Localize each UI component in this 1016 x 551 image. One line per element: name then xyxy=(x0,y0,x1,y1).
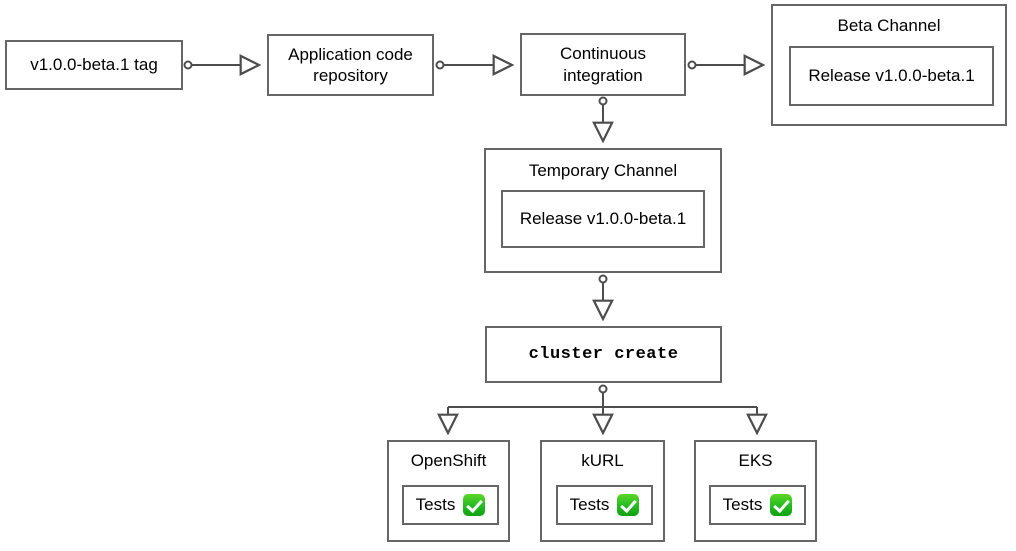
container-beta-channel[interactable]: Beta Channel Release v1.0.0-beta.1 xyxy=(771,4,1007,126)
node-beta-release[interactable]: Release v1.0.0-beta.1 xyxy=(789,46,994,106)
node-eks-tests[interactable]: Tests xyxy=(709,485,806,525)
node-repo-label-line1: Application code xyxy=(288,44,413,64)
container-openshift[interactable]: OpenShift Tests xyxy=(387,440,510,542)
openshift-tests-label: Tests xyxy=(415,495,456,514)
node-repo-label: Application code repository xyxy=(288,44,413,87)
beta-channel-title: Beta Channel xyxy=(837,16,941,35)
container-eks[interactable]: EKS Tests xyxy=(694,440,817,542)
check-mark-icon xyxy=(617,494,640,516)
openshift-title: OpenShift xyxy=(410,451,487,470)
node-repo-label-line2: repository xyxy=(313,66,388,85)
container-kurl[interactable]: kURL Tests xyxy=(540,440,665,542)
kurl-tests-label: Tests xyxy=(569,495,610,514)
node-ci-label-line2: integration xyxy=(563,65,643,85)
beta-release-label: Release v1.0.0-beta.1 xyxy=(808,66,975,85)
node-application-code-repository[interactable]: Application code repository xyxy=(267,34,434,96)
kurl-title: kURL xyxy=(581,451,624,470)
node-kurl-tests[interactable]: Tests xyxy=(556,485,653,525)
check-mark-icon xyxy=(463,494,486,516)
node-ci-label: Continuous integration xyxy=(560,43,646,86)
check-mark-icon xyxy=(770,494,793,516)
cluster-create-label: cluster create xyxy=(528,344,679,364)
node-openshift-tests[interactable]: Tests xyxy=(402,485,499,525)
container-temporary-channel[interactable]: Temporary Channel Release v1.0.0-beta.1 xyxy=(484,148,722,273)
eks-title: EKS xyxy=(738,451,773,470)
node-tag[interactable]: v1.0.0-beta.1 tag xyxy=(5,40,183,90)
eks-tests-label: Tests xyxy=(722,495,763,514)
node-cluster-create[interactable]: cluster create xyxy=(485,326,722,383)
node-ci-label-line1: Continuous xyxy=(559,44,646,64)
temporary-channel-title: Temporary Channel xyxy=(528,161,678,180)
temporary-release-label: Release v1.0.0-beta.1 xyxy=(519,209,687,228)
node-continuous-integration[interactable]: Continuous integration xyxy=(520,33,686,96)
node-temporary-release[interactable]: Release v1.0.0-beta.1 xyxy=(501,190,705,248)
node-tag-label: v1.0.0-beta.1 tag xyxy=(30,55,158,75)
